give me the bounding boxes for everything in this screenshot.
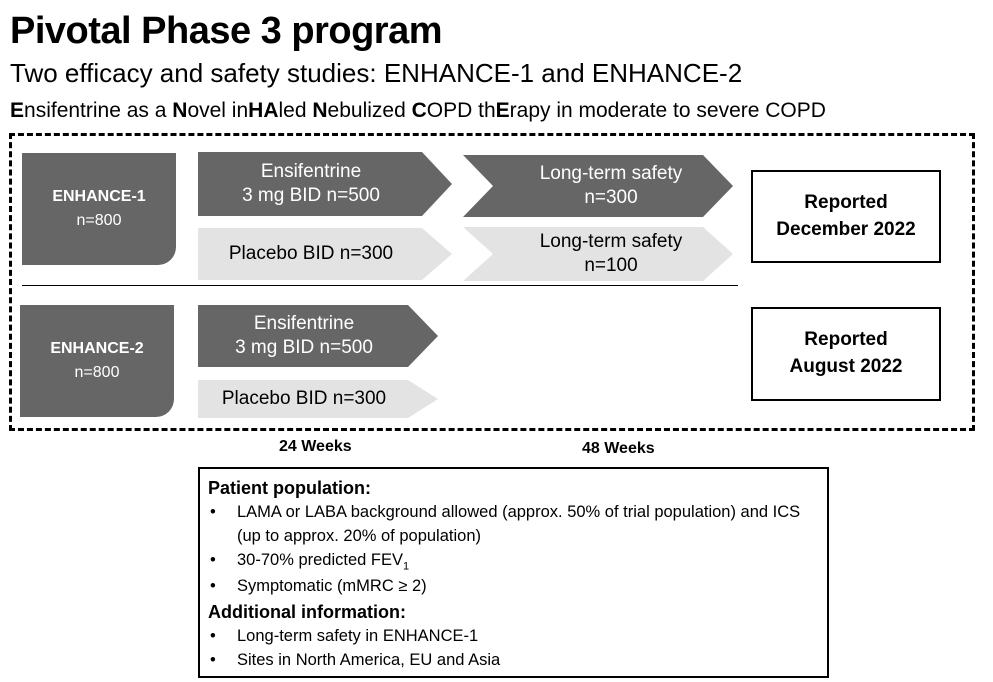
extension-label-line2: n=100 <box>584 255 638 276</box>
reported-box-enhance-1: Reported December 2022 <box>751 170 941 263</box>
list-item-text: 30-70% predicted FEV <box>237 550 404 569</box>
reported-box-enhance-2: Reported August 2022 <box>751 307 941 401</box>
extension-label-line1: Long-term safety <box>539 230 683 252</box>
timeline-label-24-weeks: 24 Weeks <box>279 438 352 455</box>
list-item: Symptomatic (mMRC ≥ 2) <box>208 575 819 599</box>
acronym-text: OPD th <box>426 99 496 122</box>
acronym-letter: C <box>411 99 427 122</box>
acronym-text: led <box>278 99 313 122</box>
reported-label: Reported <box>804 329 888 351</box>
timeline-label-48-weeks: 48 Weeks <box>582 440 655 457</box>
study-box-enhance-2: ENHANCE-2 n=800 <box>20 305 174 417</box>
arm-label-line1: Ensifentrine <box>260 160 362 182</box>
extension-placebo-enhance-1: Long-term safety n=100 <box>463 227 733 281</box>
arm-ensifentrine-enhance-2: Ensifentrine 3 mg BID n=500 <box>198 305 438 367</box>
arm-placebo-enhance-2: Placebo BID n=300 <box>198 380 438 418</box>
list-item: Long-term safety in ENHANCE-1 <box>208 625 819 649</box>
reported-date: August 2022 <box>789 356 903 377</box>
acronym-text: ovel in <box>187 99 249 122</box>
list-item: Sites in North America, EU and Asia <box>208 649 819 673</box>
study-divider-line <box>22 285 738 286</box>
additional-information-heading: Additional information: <box>208 602 406 623</box>
acronym-letter: E <box>10 99 25 122</box>
additional-information-list: Long-term safety in ENHANCE-1 Sites in N… <box>208 625 819 673</box>
acronym-letter: HA <box>248 99 279 122</box>
study-sample-size: n=800 <box>76 212 122 229</box>
arm-label-line2: 3 mg BID n=500 <box>242 185 380 206</box>
info-box: Patient population: LAMA or LABA backgro… <box>198 467 829 678</box>
acronym-letter: N <box>312 99 328 122</box>
subscript: 1 <box>403 560 410 573</box>
studies-dashed-frame <box>9 133 975 431</box>
acronym-text: nsifentrine as a <box>24 99 173 122</box>
acronym-text: rapy in moderate to severe COPD <box>509 99 826 122</box>
arm-label-line2: 3 mg BID n=500 <box>235 337 373 358</box>
acronym-line: Ensifentrine as a Novel inHAled Nebulize… <box>10 99 826 123</box>
page-title: Pivotal Phase 3 program <box>10 10 443 52</box>
list-item: 30-70% predicted FEV1 <box>208 549 819 575</box>
extension-label-line1: Long-term safety <box>539 162 683 184</box>
acronym-letter: E <box>495 99 510 122</box>
reported-date: December 2022 <box>776 218 916 240</box>
study-box-enhance-1: ENHANCE-1 n=800 <box>22 153 176 265</box>
acronym-letter: N <box>172 99 188 122</box>
reported-label: Reported <box>804 191 888 213</box>
page-subtitle: Two efficacy and safety studies: ENHANCE… <box>10 58 743 88</box>
list-item: LAMA or LABA background allowed (approx.… <box>208 501 819 549</box>
arm-placebo-enhance-1: Placebo BID n=300 <box>198 228 452 280</box>
patient-population-list: LAMA or LABA background allowed (approx.… <box>208 501 819 599</box>
extension-ensifentrine-enhance-1: Long-term safety n=300 <box>463 155 733 217</box>
arm-label-line1: Placebo BID n=300 <box>221 387 387 409</box>
arm-label-line1: Ensifentrine <box>253 312 355 334</box>
extension-label-line2: n=300 <box>584 187 638 208</box>
patient-population-heading: Patient population: <box>208 478 371 498</box>
arm-label-line1: Placebo BID n=300 <box>228 242 394 264</box>
study-sample-size: n=800 <box>74 364 120 381</box>
study-name: ENHANCE-2 <box>50 340 144 357</box>
acronym-text: ebulized <box>327 99 412 122</box>
study-name: ENHANCE-1 <box>52 188 146 205</box>
arm-ensifentrine-enhance-1: Ensifentrine 3 mg BID n=500 <box>198 152 452 216</box>
